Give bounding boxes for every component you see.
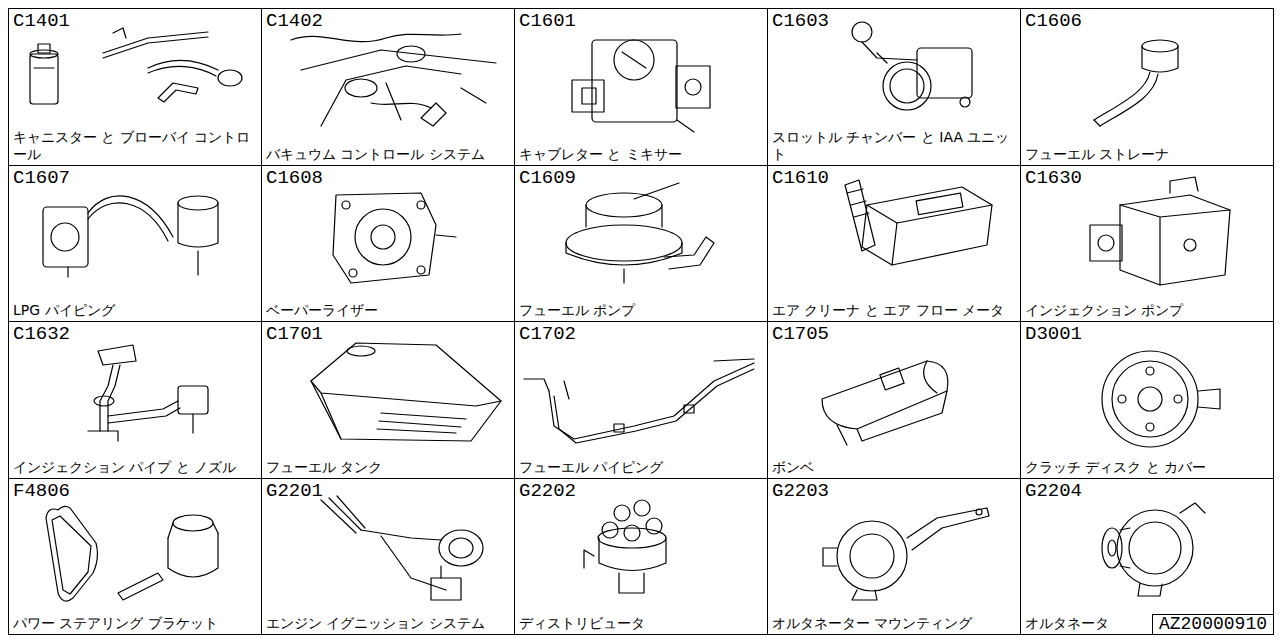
catalog-cell: C1601 キャブレター と ミキサー xyxy=(514,8,768,166)
section-title: スロットル チャンバー と IAA ユニット xyxy=(772,129,1014,163)
section-title: オルタネータ xyxy=(1025,615,1109,632)
section-code: G2201 xyxy=(266,480,323,502)
section-title: エア クリーナ と エア フロー メータ xyxy=(772,302,1004,319)
section-title: ボンベ xyxy=(772,459,814,476)
section-code: C1632 xyxy=(13,323,70,345)
section-code: G2204 xyxy=(1025,480,1082,502)
section-title: ベーパーライザー xyxy=(266,302,378,319)
section-code: C1402 xyxy=(266,10,323,32)
catalog-cell: C1610 エア クリーナ と エア フロー メータ xyxy=(767,165,1021,322)
catalog-cell: C1609 フューエル ポンプ xyxy=(514,165,768,322)
catalog-cell: G2201 エンジン イグニッション システム xyxy=(261,478,515,635)
catalog-cell: G2203 オルタネーター マウンティング xyxy=(767,478,1021,635)
catalog-cell: C1701 フューエル タンク xyxy=(261,321,515,479)
catalog-cell: G2202 ディストリビュータ xyxy=(514,478,768,635)
section-code: C1603 xyxy=(772,10,829,32)
section-title: キャニスター と ブローバイ コントロール xyxy=(13,129,255,163)
section-title: ディストリビュータ xyxy=(519,615,645,632)
section-code: C1606 xyxy=(1025,10,1082,32)
catalog-cell: C1608 ベーパーライザー xyxy=(261,165,515,322)
catalog-cell: D3001 クラッチ ディスク と カバー xyxy=(1020,321,1274,479)
section-title: オルタネーター マウンティング xyxy=(772,615,972,632)
section-code: C1607 xyxy=(13,167,70,189)
section-title: フューエル ストレーナ xyxy=(1025,146,1169,163)
section-code: C1401 xyxy=(13,10,70,32)
drawing-number-box: AZ20000910 xyxy=(1152,614,1274,635)
section-title: バキュウム コントロール システム xyxy=(266,146,485,163)
catalog-cell: C1603 スロットル チャンバー と IAA ユニット xyxy=(767,8,1021,166)
section-code: G2202 xyxy=(519,480,576,502)
drawing-number: AZ20000910 xyxy=(1159,614,1267,634)
catalog-cell: G2204 オルタネータ AZ20000910 xyxy=(1020,478,1274,635)
section-code: C1705 xyxy=(772,323,829,345)
section-code: G2203 xyxy=(772,480,829,502)
section-title: パワー ステアリング ブラケット xyxy=(13,615,218,632)
section-code: F4806 xyxy=(13,480,70,502)
section-code: C1609 xyxy=(519,167,576,189)
section-code: C1601 xyxy=(519,10,576,32)
catalog-cell: F4806 パワー ステアリング ブラケット xyxy=(8,478,262,635)
section-title: インジェクション ポンプ xyxy=(1025,302,1183,319)
section-title: フューエル パイピング xyxy=(519,459,663,476)
section-code: C1630 xyxy=(1025,167,1082,189)
catalog-cell: C1702 フューエル パイピング xyxy=(514,321,768,479)
section-title: インジェクション パイプ と ノズル xyxy=(13,459,236,476)
section-title: フューエル ポンプ xyxy=(519,302,635,319)
catalog-cell: C1402 バキュウム コントロール システム xyxy=(261,8,515,166)
section-title: キャブレター と ミキサー xyxy=(519,146,682,163)
section-title: エンジン イグニッション システム xyxy=(266,615,485,632)
catalog-cell: C1630 インジェクション ポンプ xyxy=(1020,165,1274,322)
section-title: LPG パイピング xyxy=(13,302,115,319)
catalog-cell: C1401 キャニスター と ブローバイ コントロール xyxy=(8,8,262,166)
section-code: C1702 xyxy=(519,323,576,345)
section-title: フューエル タンク xyxy=(266,459,382,476)
section-code: C1610 xyxy=(772,167,829,189)
catalog-cell: C1606 フューエル ストレーナ xyxy=(1020,8,1274,166)
section-code: C1608 xyxy=(266,167,323,189)
catalog-cell: C1705 ボンベ xyxy=(767,321,1021,479)
catalog-cell: C1632 インジェクション パイプ と ノズル xyxy=(8,321,262,479)
catalog-cell: C1607LPG パイピング xyxy=(8,165,262,322)
section-code: D3001 xyxy=(1025,323,1082,345)
section-title: クラッチ ディスク と カバー xyxy=(1025,459,1206,476)
section-code: C1701 xyxy=(266,323,323,345)
